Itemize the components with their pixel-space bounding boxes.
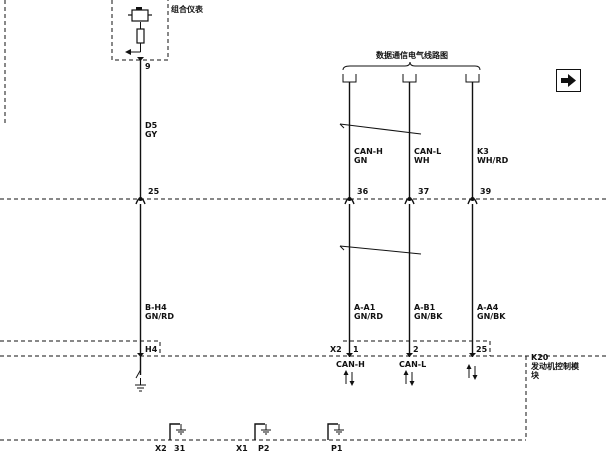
arrow-left-icon [125,49,131,55]
splice-36-label: 36 [357,187,369,196]
bidirectional-arrow-icon [343,370,355,386]
module-label: 组合仪表 [171,4,204,14]
ground-connector-31 [169,423,186,440]
pin-2-label: 2 [413,345,419,354]
connector-x2-box [343,340,491,356]
bidirectional-arrow-icon [403,370,415,386]
ecm-canl-label: CAN-L [399,360,426,369]
wire-bh4-code: B-H4 [145,303,167,312]
ground-switch-icon [135,369,146,392]
splice-39 [467,197,478,205]
bus-bracket [342,61,481,71]
splice-37 [404,197,415,205]
engine-icon [128,7,152,22]
ecm-name-line1: 发动机控制模 [530,361,580,371]
wire-d5-color: GY [145,130,157,139]
splice-25 [135,197,146,205]
instrument-cluster-module: 组合仪表 [111,0,204,61]
wire-a4-code: A-A4 [477,303,499,312]
pin-9-label: 9 [145,62,151,71]
bidirectional-arrow-icon [466,364,478,380]
pin-25-label: 25 [476,345,488,354]
ground-connector-p1 [327,423,344,440]
splice-39-label: 39 [480,187,492,196]
can-l-cap [402,74,417,83]
bus-title: 数据通信电气线路图 [376,50,448,60]
ecm-name-line2: 块 [531,370,540,380]
wire-k3-top-code: K3 [477,147,489,156]
ground-3-pin: P1 [331,444,343,453]
ground-1-connector: X2 [155,444,167,453]
twisted-pair-mark-top [339,123,422,135]
wire-canl-top-color: WH [414,156,430,165]
can-h-cap [342,74,357,83]
resistor-symbol [136,28,145,44]
ecm-canh-label: CAN-H [336,360,365,369]
ground-2-connector: X1 [236,444,248,453]
wire-canh-top-color: GN [354,156,367,165]
right-arrow-icon [561,74,576,87]
twisted-pair-mark-bottom [339,245,422,255]
ecm-id: K20 [531,353,549,362]
wire-canh-top-code: CAN-H [354,147,383,156]
wire-d5-code: D5 [145,121,158,130]
wire-a1-color: GN/RD [354,312,383,321]
k3-cap [465,74,480,83]
splice-37-label: 37 [418,187,429,196]
ground-connector-p2 [254,423,271,440]
pin-9-marker [137,57,144,61]
ground-1-pin: 31 [174,444,186,453]
connector-h4-label: H4 [145,345,158,354]
connector-x2-label: X2 [330,345,342,354]
wire-b1-code: A-B1 [414,303,436,312]
wire-a1-code: A-A1 [354,303,376,312]
wire-b1-color: GN/BK [414,312,443,321]
connector-h4-box [0,340,161,356]
wire-canl-top-code: CAN-L [414,147,441,156]
splice-36 [344,197,355,205]
wire-a4-color: GN/BK [477,312,506,321]
wire-k3-top-color: WH/RD [477,156,509,165]
ground-2-pin: P2 [258,444,269,453]
wire-bh4-color: GN/RD [145,312,174,321]
splice-25-label: 25 [148,187,160,196]
next-page-button[interactable] [556,69,581,92]
pin-1-label: 1 [353,345,359,354]
